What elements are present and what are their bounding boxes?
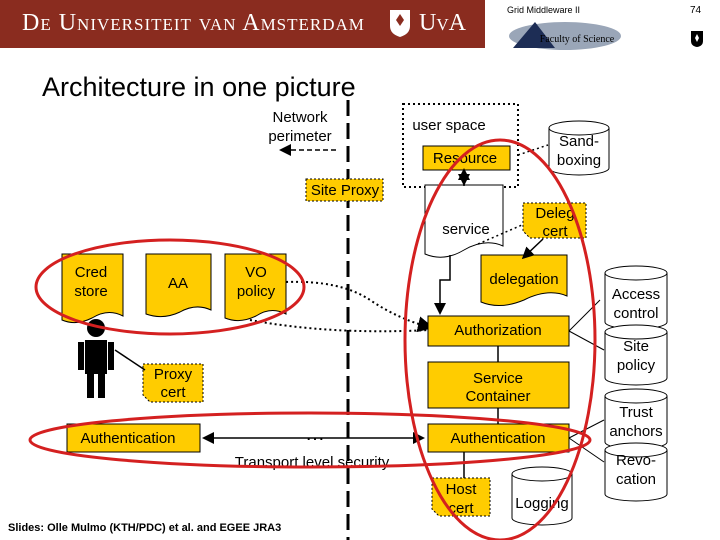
authentication-left-box [66, 423, 201, 453]
aa-label: AA [168, 275, 188, 292]
network-perimeter-label-line1: Network [272, 109, 328, 126]
highlight-service-stack-ellipse [403, 138, 597, 540]
site-policy-cylinder [604, 324, 668, 386]
site-proxy-label: Site Proxy [311, 182, 380, 199]
site-proxy-box [305, 178, 384, 202]
host-cert-label-line1: Host [446, 481, 478, 498]
service-document [424, 184, 504, 258]
service-label: service [442, 221, 490, 238]
network-perimeter-label-line2: perimeter [268, 128, 331, 145]
university-name: De Universiteit van Amsterdam [22, 10, 365, 36]
user-person-icon [78, 319, 114, 398]
access-control-label-line1: Access [612, 286, 660, 303]
authentication-left-label: Authentication [80, 430, 175, 447]
authentication-right-box [427, 423, 570, 453]
logging-cylinder [511, 474, 573, 526]
trust-anchors-label-line1: Trust [619, 404, 653, 421]
trust-anchors-label-line2: anchors [609, 423, 662, 440]
delegation-label: delegation [489, 271, 558, 288]
arrow-user-to-proxy [114, 349, 146, 371]
revocation-label-line2: cation [616, 471, 656, 488]
sandboxing-dotted-link [517, 144, 549, 156]
resource-label: Resource [433, 150, 497, 167]
authorization-label: Authorization [454, 322, 542, 339]
vo-policy-label-line2: policy [237, 283, 276, 300]
faculty-of-science-logo: Faculty of Science [509, 22, 621, 50]
deleg-cert-label-line2: cert [542, 223, 568, 240]
sandboxing-label-line2: boxing [557, 152, 601, 169]
revocation-cylinder [604, 442, 668, 502]
sandboxing-cylinder-top [548, 120, 610, 136]
arrow-service-to-authorization [434, 255, 451, 315]
deleg-cert-box [522, 202, 587, 239]
cred-store-document [61, 253, 124, 324]
slide-title: Architecture in one picture [42, 72, 356, 102]
ellipsis-label: … [305, 423, 325, 445]
revocation-label-line1: Revo- [616, 452, 656, 469]
page-number: 74 [690, 5, 702, 16]
site-policy-label-line2: policy [617, 357, 656, 374]
proxy-cert-label-line2: cert [160, 384, 186, 401]
proxy-cert-label-line1: Proxy [154, 366, 193, 383]
arrow-deleg-to-delegation [521, 238, 544, 260]
course-title: Grid Middleware II [507, 5, 581, 15]
access-control-label-line2: control [613, 305, 658, 322]
host-cert-label-line2: cert [448, 500, 474, 517]
delegation-document [480, 254, 568, 306]
cred-store-label-line2: store [74, 283, 107, 300]
uva-logo-text: UvA [419, 10, 466, 36]
highlight-authentication-ellipse [28, 411, 592, 469]
deleg-cert-label-line1: Deleg [535, 205, 574, 222]
logging-label: Logging [515, 495, 568, 512]
crest-icon [390, 10, 410, 37]
small-crest-icon [691, 31, 703, 47]
dotted-link-aa [249, 319, 431, 333]
faculty-name: Faculty of Science [540, 34, 615, 45]
sandboxing-label-line1: Sand- [559, 133, 599, 150]
slide-credit: Slides: Olle Mulmo (KTH/PDC) et al. and … [8, 522, 282, 534]
authorization-box [427, 315, 570, 347]
vo-policy-label-line1: VO [245, 264, 267, 281]
highlight-credentials-ellipse [34, 238, 306, 336]
site-policy-label-line1: Site [623, 338, 649, 355]
service-container-label-line2: Container [465, 388, 530, 405]
aa-document [145, 253, 212, 318]
connector-authorization-site-policy [568, 330, 605, 351]
logging-cylinder-top [511, 466, 573, 482]
authentication-right-label: Authentication [450, 430, 545, 447]
cred-store-label-line1: Cred [75, 264, 108, 281]
service-container-label-line1: Service [473, 370, 523, 387]
connector-auth-revocation [568, 437, 605, 463]
trust-anchors-cylinder [604, 388, 668, 450]
user-space-label: user space [412, 117, 485, 134]
access-control-cylinder [604, 265, 668, 330]
proxy-cert-box [142, 363, 204, 403]
